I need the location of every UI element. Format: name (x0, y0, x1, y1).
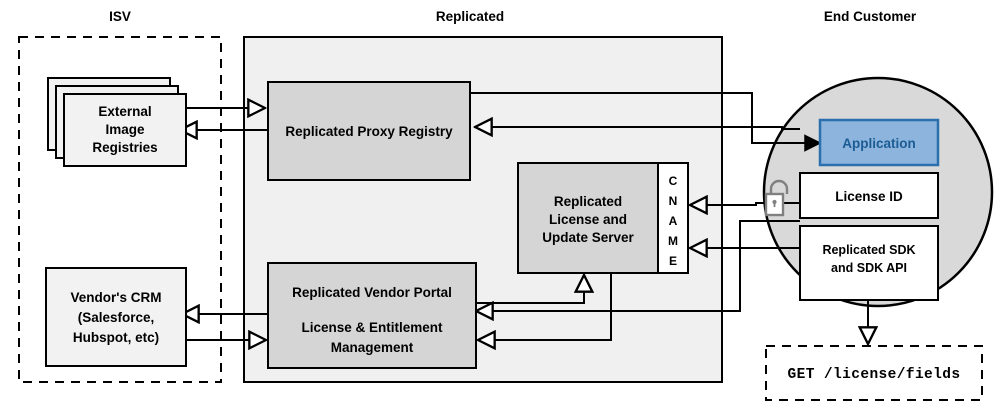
zone-title-replicated: Replicated (436, 9, 504, 24)
license-server-box (517, 162, 659, 274)
node-cname-strip[interactable]: C N A M E (657, 162, 689, 274)
proxy-registry-label: Replicated Proxy Registry (285, 124, 453, 139)
node-replicated-vendor-portal[interactable]: Replicated Vendor Portal License & Entit… (267, 262, 477, 369)
node-license-id[interactable]: License ID (799, 172, 939, 219)
open-padlock-icon (764, 179, 789, 217)
edge-vendor-portal-to-license-server (472, 275, 584, 304)
proxy-registry-box (267, 81, 471, 181)
cname-letter-e: E (669, 254, 677, 268)
license-id-label: License ID (835, 189, 903, 204)
padlock-keyslot (773, 202, 776, 207)
vendor-portal-label-line2: License & Entitlement (301, 320, 443, 335)
edge-proxy-registry-to-application (470, 92, 820, 143)
replicated-sdk-label-line2: and SDK API (831, 261, 907, 275)
cname-letter-n: N (669, 194, 678, 208)
api-request-label: GET /license/fields (788, 367, 961, 383)
node-application[interactable]: Application (818, 118, 940, 167)
node-vendors-crm[interactable]: Vendor's CRM (Salesforce, Hubspot, etc) (45, 267, 187, 367)
zone-title-end-customer: End Customer (824, 9, 917, 24)
zone-title-isv: ISV (109, 9, 131, 24)
license-id-box (799, 172, 939, 219)
application-box (818, 118, 940, 167)
crm-label-line3: Hubspot, etc) (73, 330, 159, 345)
replicated-sdk-label-line1: Replicated SDK (822, 243, 915, 257)
license-server-label-line2: License and (549, 212, 627, 227)
registries-label-line1: External (98, 104, 151, 119)
vendor-portal-label-line1: Replicated Vendor Portal (292, 285, 452, 300)
crm-label-line1: Vendor's CRM (71, 290, 162, 305)
edge-customer-to-proxy-registry (475, 127, 800, 129)
vendor-portal-label-line3: Management (331, 340, 414, 355)
license-server-label-line3: Update Server (542, 230, 634, 245)
crm-label-line2: (Salesforce, (78, 310, 155, 325)
node-replicated-sdk[interactable]: Replicated SDK and SDK API (799, 225, 939, 301)
crm-box (45, 267, 187, 367)
node-api-request[interactable]: GET /license/fields (765, 345, 983, 401)
node-license-and-update-server[interactable]: Replicated License and Update Server (517, 162, 659, 274)
application-label: Application (842, 136, 916, 151)
edge-customer-to-vendor-portal (476, 220, 800, 311)
replicated-sdk-box (799, 225, 939, 301)
cname-letter-a: A (669, 214, 678, 228)
cname-box (657, 162, 689, 274)
license-server-label-line1: Replicated (554, 194, 622, 209)
registries-label-line2: Image (105, 122, 145, 137)
isv-zone-boundary (18, 36, 222, 383)
cname-letter-m: M (668, 234, 678, 248)
registries-label-line3: Registries (92, 140, 157, 155)
node-replicated-proxy-registry[interactable]: Replicated Proxy Registry (267, 81, 471, 181)
api-request-boundary (765, 345, 983, 401)
vendor-portal-box (267, 262, 477, 369)
node-external-image-registries[interactable]: External Image Registries (47, 77, 187, 167)
edge-license-server-to-vendor-portal (478, 272, 612, 340)
cname-letter-c: C (669, 174, 678, 188)
registries-stack-front (63, 93, 187, 167)
